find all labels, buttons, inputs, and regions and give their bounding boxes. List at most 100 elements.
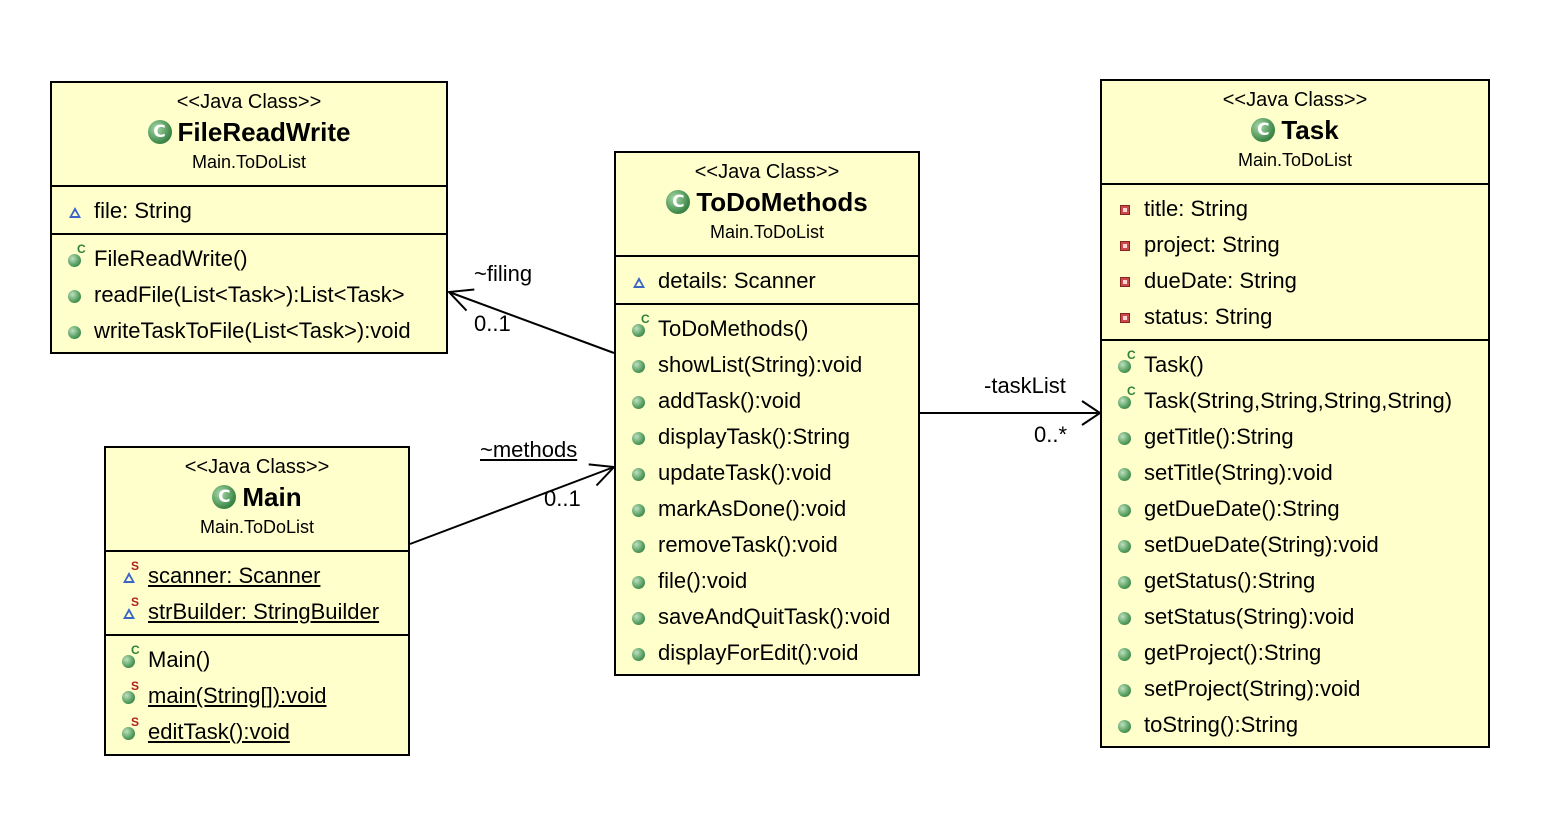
public-method-icon (630, 643, 656, 663)
method-row[interactable]: setProject(String):void (1102, 671, 1488, 707)
class-name-text: Task (1281, 115, 1339, 145)
attribute-text: strBuilder: StringBuilder (148, 599, 380, 624)
method-row[interactable]: displayForEdit():void (616, 635, 918, 671)
method-row[interactable]: updateTask():void (616, 455, 918, 491)
class-c-icon: C (212, 485, 237, 509)
method-row[interactable]: getTitle():String (1102, 419, 1488, 455)
method-text: Task() (1144, 352, 1204, 377)
method-row[interactable]: showList(String):void (616, 347, 918, 383)
attribute-row[interactable]: project: String (1102, 227, 1488, 263)
tasklist-role-label: -taskList (984, 373, 1066, 398)
attribute-row[interactable]: status: String (1102, 299, 1488, 335)
package-label: Main.ToDoList (199, 517, 315, 537)
class-name-text: Main (242, 482, 302, 512)
public-method-icon (630, 427, 656, 447)
attribute-text: details: Scanner (658, 268, 816, 293)
method-row[interactable]: setStatus(String):void (1102, 599, 1488, 635)
method-row[interactable]: writeTaskToFile(List<Task>):void (52, 313, 446, 349)
public-method-icon (630, 463, 656, 483)
public-method-icon (630, 355, 656, 375)
public-method-icon (1116, 607, 1142, 627)
public-method-icon (630, 391, 656, 411)
public-method-icon (66, 285, 92, 305)
private-square-icon (1116, 271, 1142, 291)
public-method-icon (1116, 571, 1142, 591)
method-row[interactable]: readFile(List<Task>):List<Task> (52, 277, 446, 313)
class-c-icon: C (666, 190, 691, 214)
public-method-icon (630, 571, 656, 591)
method-row[interactable]: getProject():String (1102, 635, 1488, 671)
method-text: ToDoMethods() (658, 316, 809, 341)
attribute-row[interactable]: file: String (52, 193, 446, 229)
static-package-triangle-icon: S (120, 560, 146, 586)
private-square-icon (1116, 307, 1142, 327)
method-text: Task(String,String,String,String) (1144, 388, 1453, 413)
method-text: removeTask():void (658, 532, 838, 557)
method-text: FileReadWrite() (94, 246, 248, 271)
method-row[interactable]: displayTask():String (616, 419, 918, 455)
method-text: file():void (658, 568, 748, 593)
method-row[interactable]: setDueDate(String):void (1102, 527, 1488, 563)
method-row[interactable]: removeTask():void (616, 527, 918, 563)
filing-edge (448, 291, 615, 354)
attributes-section: file: String (52, 187, 446, 235)
method-row[interactable]: saveAndQuitTask():void (616, 599, 918, 635)
class-c-icon: C (147, 120, 172, 144)
methods-role-label: ~methods (480, 437, 578, 462)
method-text: addTask():void (658, 388, 802, 413)
filing-arrowhead (446, 288, 475, 312)
method-row[interactable]: getStatus():String (1102, 563, 1488, 599)
public-method-icon (1116, 679, 1142, 699)
attribute-row[interactable]: title: String (1102, 191, 1488, 227)
method-row[interactable]: toString():String (1102, 707, 1488, 743)
method-text: displayForEdit():void (658, 640, 859, 665)
stereotype-label: <<Java Class>> (694, 161, 840, 183)
attribute-row[interactable]: details: Scanner (616, 263, 918, 299)
package-label: Main.ToDoList (1237, 150, 1353, 170)
method-row[interactable]: markAsDone():void (616, 491, 918, 527)
method-text: updateTask():void (658, 460, 832, 485)
class-name-text: FileReadWrite (177, 117, 351, 147)
public-method-icon (1116, 643, 1142, 663)
method-text: getProject():String (1144, 640, 1322, 665)
method-text: getStatus():String (1144, 568, 1316, 593)
public-method-icon (66, 321, 92, 341)
method-row[interactable]: setTitle(String):void (1102, 455, 1488, 491)
method-row[interactable]: getDueDate():String (1102, 491, 1488, 527)
package-label: Main.ToDoList (709, 222, 825, 242)
private-square-icon (1116, 235, 1142, 255)
package-triangle-icon (66, 201, 92, 221)
constructor-icon: C (1116, 349, 1142, 375)
public-method-icon (1116, 427, 1142, 447)
method-text: showList(String):void (658, 352, 863, 377)
filing-role-label: ~filing (474, 261, 533, 286)
method-text: editTask():void (148, 719, 290, 744)
method-text: displayTask():String (658, 424, 850, 449)
attribute-row[interactable]: dueDate: String (1102, 263, 1488, 299)
method-row[interactable]: file():void (616, 563, 918, 599)
public-method-icon (1116, 463, 1142, 483)
public-method-icon (630, 499, 656, 519)
method-row[interactable]: addTask():void (616, 383, 918, 419)
method-text: markAsDone():void (658, 496, 847, 521)
